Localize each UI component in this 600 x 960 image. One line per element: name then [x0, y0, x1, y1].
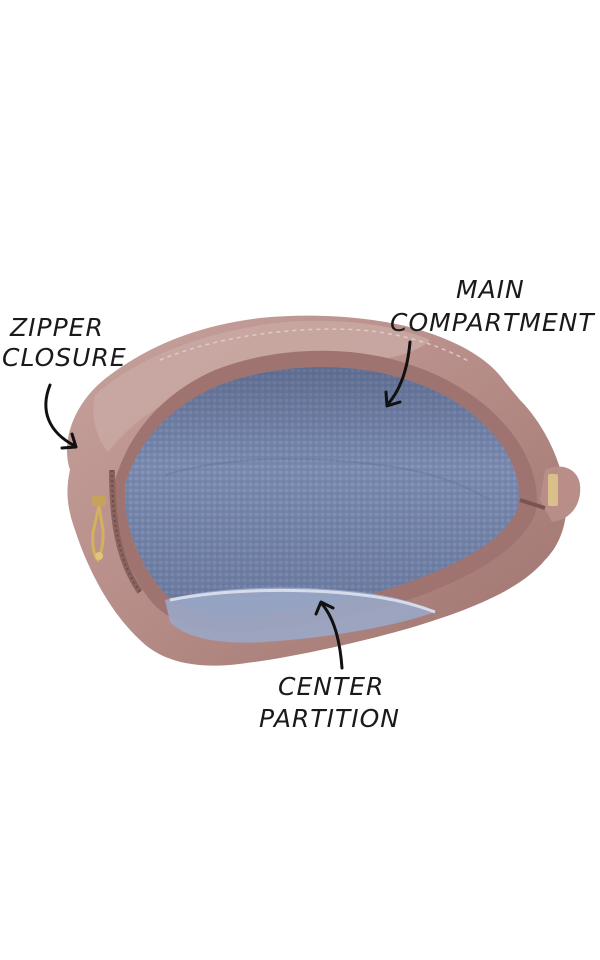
- zipper-pull: [91, 496, 106, 563]
- center-partition-panel: [165, 587, 435, 643]
- callout-center-label-line1: CENTER: [278, 672, 384, 701]
- callout-center-arrow: [314, 600, 344, 670]
- callout-main-label-line2: COMPARTMENT: [390, 308, 595, 337]
- callout-main-label-line1: MAIN: [456, 275, 525, 304]
- zipper-teeth: [111, 469, 141, 593]
- callout-main-arrow: [384, 340, 412, 408]
- lining-fold: [164, 457, 491, 501]
- bag-lining-shadow: [125, 367, 520, 617]
- callout-zipper-label-line2: CLOSURE: [2, 343, 127, 372]
- callout-zipper-closure: ZIPPER CLOSURE: [2, 313, 127, 450]
- center-partition-edge: [169, 588, 436, 614]
- strap-buckle: [548, 474, 558, 506]
- handbag: [66, 315, 581, 666]
- callout-zipper-arrow: [44, 383, 78, 450]
- callout-zipper-label-line1: ZIPPER: [9, 313, 104, 342]
- callout-main-compartment: MAIN COMPARTMENT: [384, 275, 595, 408]
- callout-center-partition: CENTER PARTITION: [259, 600, 400, 733]
- callout-center-label-line2: PARTITION: [259, 704, 400, 733]
- zipper-end-right: [519, 498, 546, 510]
